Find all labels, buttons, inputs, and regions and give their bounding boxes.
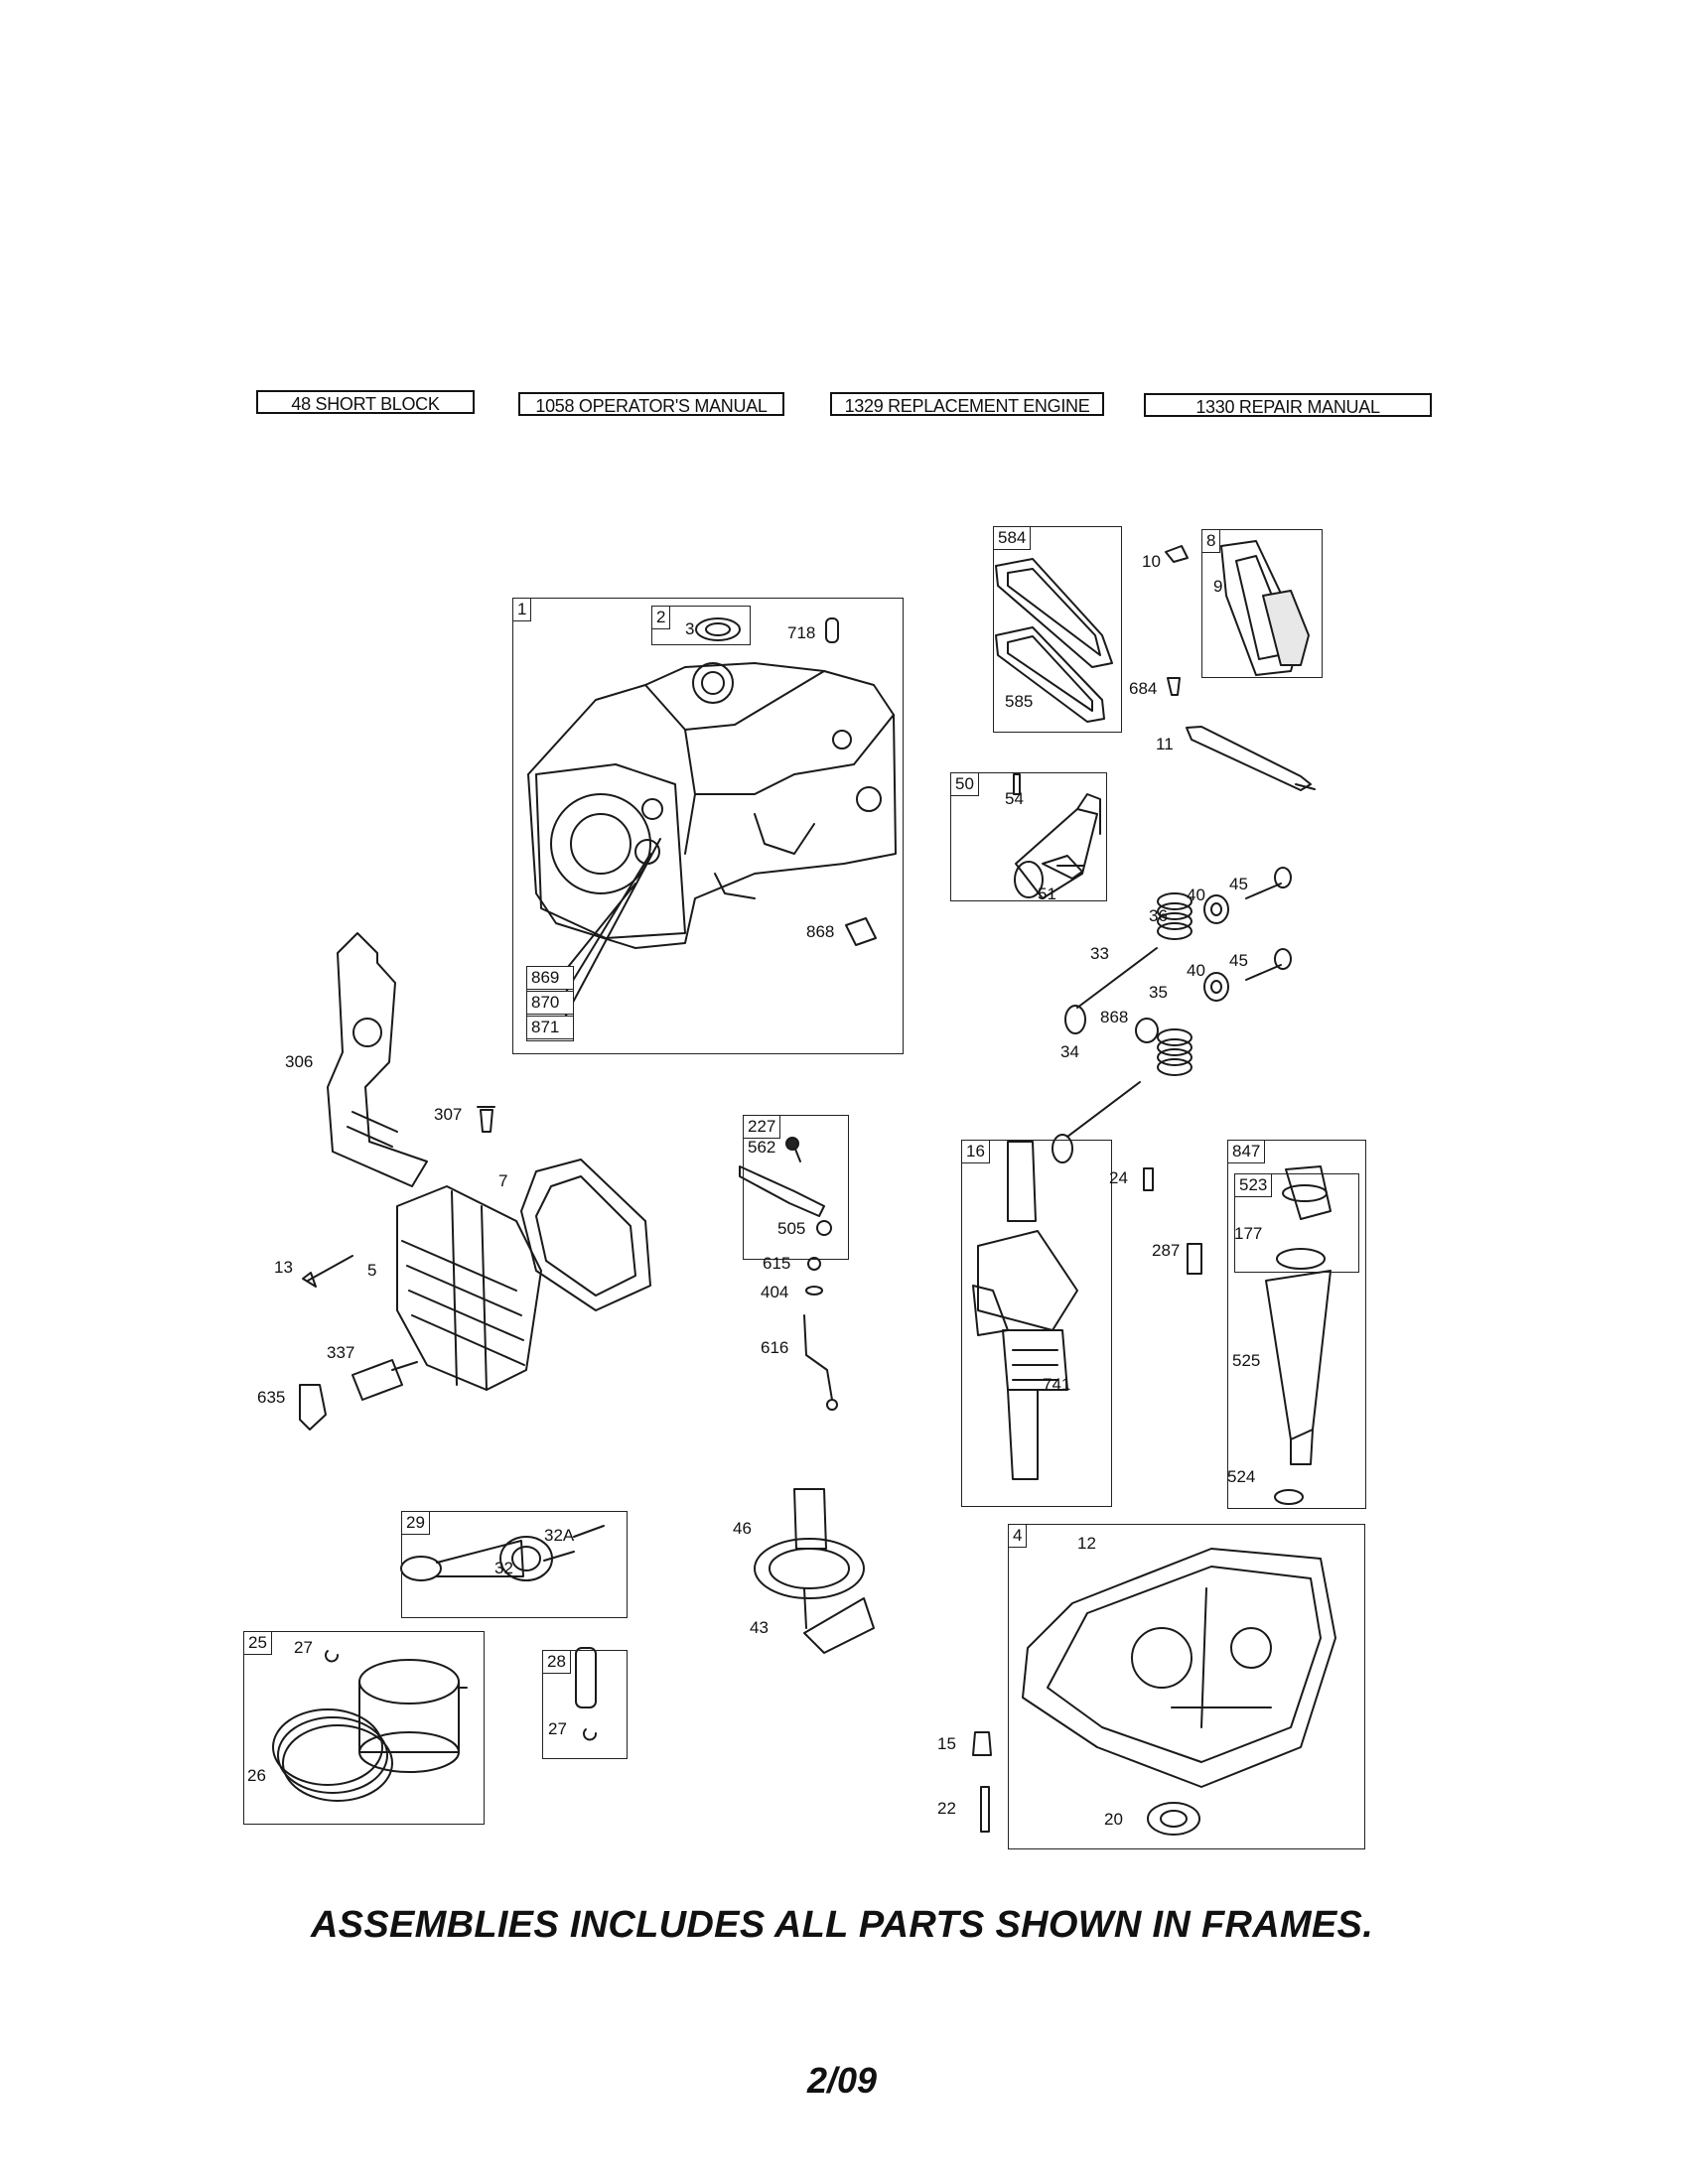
callout-label: 524 (1227, 1467, 1256, 1486)
frame-label: 1 (512, 598, 532, 621)
callout-label: 9 (1213, 577, 1223, 596)
frame-label: 847 (1227, 1140, 1266, 1163)
callout-label: 10 (1142, 552, 1161, 571)
callout-label: 3 (685, 619, 695, 638)
frame-tube-assembly (950, 772, 1107, 901)
frame-label: 870 (526, 991, 574, 1015)
callout-label: 616 (761, 1338, 789, 1357)
frame-label: 227 (743, 1115, 781, 1139)
callout-label: 635 (257, 1388, 286, 1407)
frame-label: 871 (526, 1016, 574, 1039)
callout-label: 585 (1005, 692, 1034, 711)
frame-label: 25 (243, 1631, 272, 1655)
frame-gasket-set (993, 526, 1122, 733)
callout-label: 32A (544, 1526, 575, 1545)
callout-label: 20 (1104, 1810, 1123, 1829)
callout-label: 45 (1229, 875, 1248, 893)
callout-label: 34 (1060, 1042, 1079, 1061)
callout-label: 40 (1187, 961, 1205, 980)
operators-manual-ref: 1058 OPERATOR'S MANUAL (518, 392, 784, 416)
frame-cover-assembly (1201, 529, 1323, 678)
callout-label: 27 (294, 1638, 313, 1657)
frame-label: 29 (401, 1511, 430, 1535)
frame-label: 584 (993, 526, 1032, 550)
callout-label: 32 (494, 1559, 513, 1577)
frame-label: 50 (950, 772, 979, 796)
callout-label: 741 (1043, 1375, 1071, 1394)
page-number: 2/09 (806, 2060, 878, 2101)
callout-label: 13 (274, 1258, 293, 1277)
callout-label: 33 (1090, 944, 1109, 963)
frame-label: 523 (1234, 1173, 1273, 1197)
callout-label: 15 (937, 1734, 956, 1753)
repair-manual-ref: 1330 REPAIR MANUAL (1144, 393, 1432, 417)
frame-lever-assembly (743, 1115, 849, 1260)
frame-dipstick-cap (1234, 1173, 1359, 1273)
callout-label: 525 (1232, 1351, 1261, 1370)
frame-dipstick-assembly (1227, 1140, 1366, 1509)
callout-label: 45 (1229, 951, 1248, 970)
short-block-ref: 48 SHORT BLOCK (256, 390, 475, 414)
frame-label: 4 (1008, 1524, 1028, 1548)
callout-label: 307 (434, 1105, 463, 1124)
callout-label: 306 (285, 1052, 314, 1071)
callout-label: 43 (750, 1618, 769, 1637)
callout-label: 615 (763, 1254, 791, 1273)
callout-label: 868 (1100, 1008, 1129, 1026)
callout-label: 35 (1149, 983, 1168, 1002)
callout-label: 40 (1187, 886, 1205, 904)
callout-label: 54 (1005, 789, 1024, 808)
frame-label: 8 (1201, 529, 1221, 553)
callout-label: 562 (748, 1138, 776, 1157)
frame-wrist-pin (542, 1650, 628, 1759)
callout-label: 22 (937, 1799, 956, 1818)
callout-label: 5 (367, 1261, 377, 1280)
callout-label: 177 (1234, 1224, 1263, 1243)
callout-label: 404 (761, 1283, 789, 1301)
frame-crankshaft-assembly (961, 1140, 1112, 1507)
callout-label: 27 (548, 1719, 567, 1738)
frame-piston-assembly (243, 1631, 485, 1825)
callout-label: 337 (327, 1343, 355, 1362)
assemblies-note: ASSEMBLIES INCLUDES ALL PARTS SHOWN IN F… (310, 1904, 1374, 1946)
callout-label: 51 (1038, 885, 1056, 903)
callout-label: 12 (1077, 1534, 1096, 1553)
frame-sump-assembly (1008, 1524, 1365, 1849)
callout-label: 36 (1149, 906, 1168, 925)
frame-label: 28 (542, 1650, 571, 1674)
callout-label: 505 (777, 1219, 806, 1238)
callout-label: 868 (806, 922, 835, 941)
callout-label: 684 (1129, 679, 1158, 698)
frame-cylinder-assembly (512, 598, 904, 1054)
callout-label: 26 (247, 1766, 266, 1785)
callout-label: 718 (787, 623, 816, 642)
callout-label: 7 (498, 1171, 508, 1190)
callout-label: 24 (1109, 1168, 1128, 1187)
replacement-engine-ref: 1329 REPLACEMENT ENGINE (830, 392, 1104, 416)
callout-label: 46 (733, 1519, 752, 1538)
frame-connecting-rod (401, 1511, 628, 1618)
callout-label: 11 (1156, 735, 1174, 753)
frame-label: 2 (651, 606, 671, 629)
frame-label: 16 (961, 1140, 990, 1163)
cylinder-block-drawing (527, 662, 897, 949)
callout-label: 287 (1152, 1241, 1181, 1260)
frame-label: 869 (526, 966, 574, 990)
